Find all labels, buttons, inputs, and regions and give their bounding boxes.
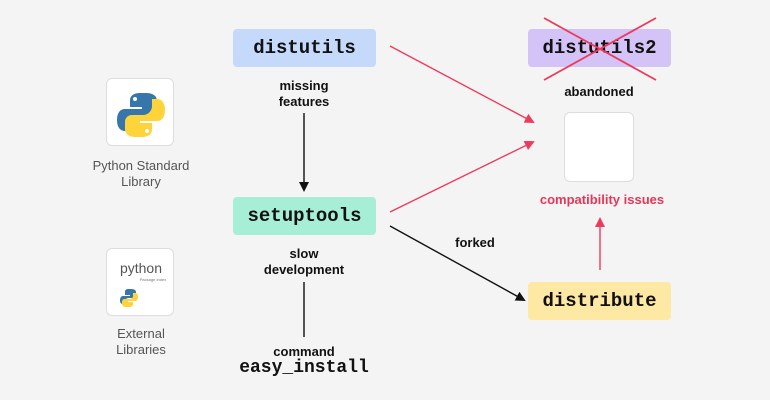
- compatibility-card: [564, 112, 634, 182]
- distutils-node: distutils: [233, 29, 376, 67]
- easy-install-label: easy_install: [239, 358, 369, 378]
- pypi-logo-text: python: [120, 260, 162, 276]
- stdlib-label: Python Standard Library: [92, 158, 190, 189]
- forked-label: forked: [455, 235, 495, 250]
- command-label: command: [273, 344, 335, 359]
- setuptools-node: setuptools: [233, 197, 376, 235]
- missing-features-label: missing features: [278, 78, 330, 109]
- python-logo-icon: [117, 93, 165, 137]
- python-logo-card: [106, 78, 174, 146]
- strikethrough-x-icon: [543, 17, 657, 81]
- abandoned-label: abandoned: [564, 84, 634, 99]
- slow-development-label: slow development: [263, 246, 345, 277]
- compatibility-issues-label: compatibility issues: [539, 192, 665, 207]
- distribute-node: distribute: [528, 282, 671, 320]
- arrow-distutils-to-compat: [389, 45, 535, 123]
- arrow-setuptools-to-compat: [389, 141, 535, 213]
- pypi-logo-subtext: Package Index: [140, 277, 166, 282]
- arrow-setuptools-to-distribute: [389, 225, 526, 301]
- external-label: External Libraries: [116, 326, 166, 357]
- pypi-logo-card: python Package Index: [106, 248, 174, 316]
- pypi-logo-icon: python Package Index: [120, 260, 166, 307]
